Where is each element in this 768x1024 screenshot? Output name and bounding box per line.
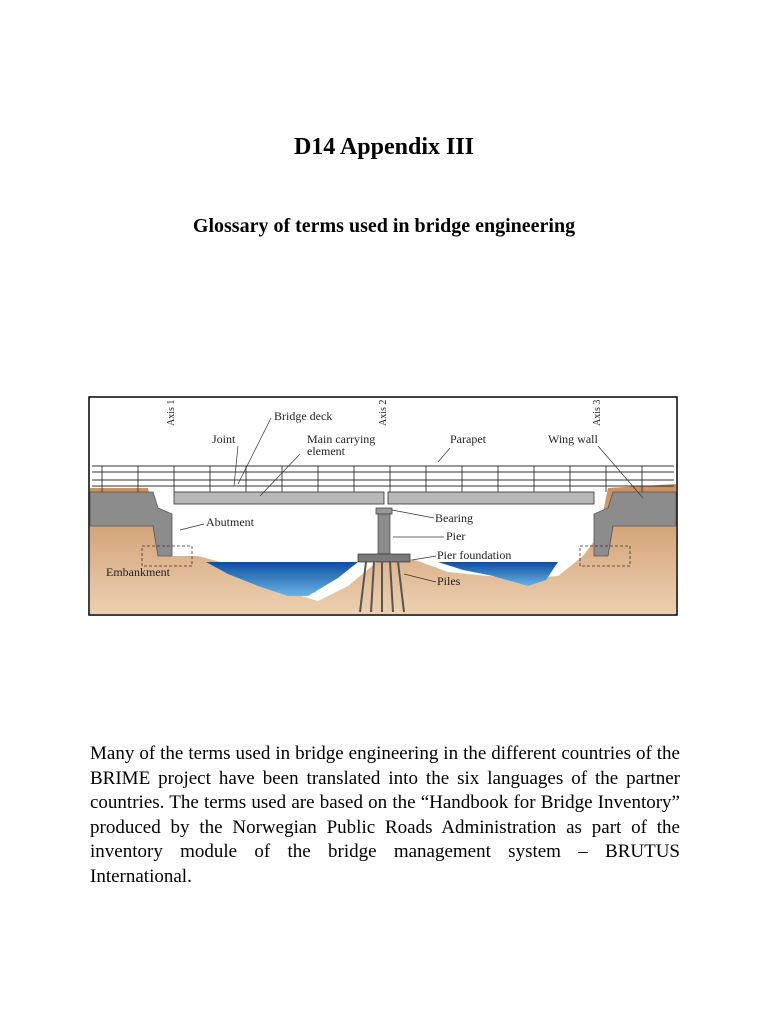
abutment-footing-right [579,545,631,567]
axis-1-label: Axis 1 [166,400,177,426]
axis-3-label: Axis 3 [592,400,603,426]
axis-2-label: Axis 2 [378,400,389,426]
piles [359,561,405,613]
leader-lines [179,417,644,583]
label-element: element [307,444,346,458]
label-bearing: Bearing [435,511,473,525]
water-left-main [208,562,358,596]
page-subtitle: Glossary of terms used in bridge enginee… [192,215,576,237]
abutment-left [89,491,173,557]
parapet-posts [101,466,643,492]
bridge-diagram-svg: Axis 1 Axis 2 Axis 3 Bridge deck Joint M… [88,396,678,616]
label-piles: Piles [437,574,461,588]
label-wing-wall: Wing wall [548,432,599,446]
bearing [375,507,393,515]
page-title: D14 Appendix III [293,134,475,160]
pier-foundation [357,553,411,563]
bridge-diagram: Axis 1 Axis 2 Axis 3 Bridge deck Joint M… [88,396,678,616]
label-pier: Pier [446,529,465,543]
intro-paragraph: Many of the terms used in bridge enginee… [90,743,680,887]
abutment-footing-left [141,545,193,567]
label-bridge-deck: Bridge deck [274,409,332,423]
deck-span-2 [387,491,595,505]
label-pier-foundation: Pier foundation [437,548,511,562]
label-joint: Joint [212,432,236,446]
pier [377,513,391,555]
label-abutment: Abutment [206,515,255,529]
deck-span-1 [173,491,385,505]
abutment-right [593,491,677,557]
label-main-carrying: Main carrying [307,432,375,446]
water-right [438,562,558,586]
label-embankment: Embankment [106,565,171,579]
label-parapet: Parapet [450,432,487,446]
